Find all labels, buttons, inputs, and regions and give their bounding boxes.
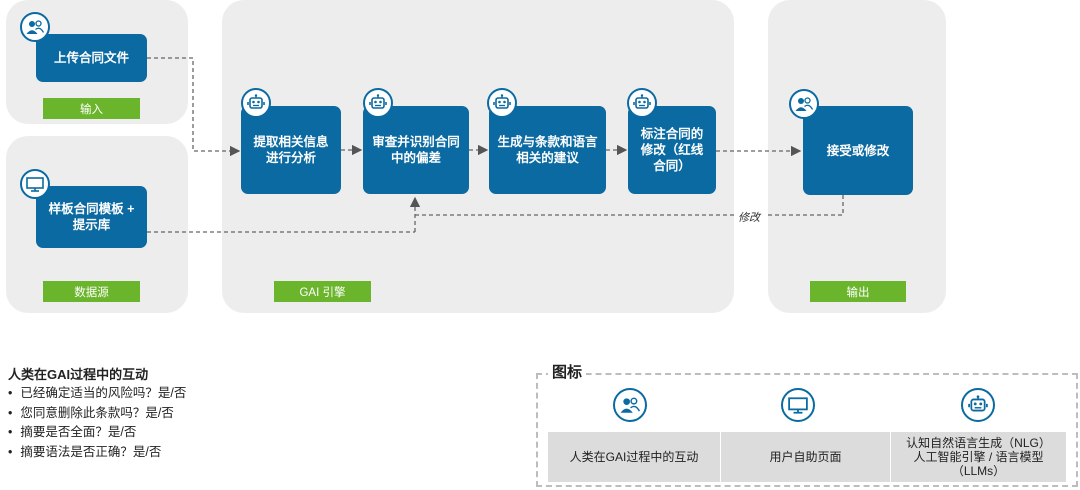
robot-icon bbox=[627, 88, 657, 118]
legend-title: 图标 bbox=[548, 361, 587, 382]
list-item: 摘要语法是否正确？是/否 bbox=[8, 443, 186, 463]
people-icon bbox=[789, 89, 819, 119]
legend-label-self-service: 用户自助页面 bbox=[721, 432, 890, 482]
modify-label: 修改 bbox=[738, 212, 760, 224]
list-item: 摘要是否全面？是/否 bbox=[8, 423, 186, 443]
robot-icon bbox=[961, 388, 995, 422]
people-icon bbox=[20, 12, 50, 42]
annotate-redline-box: 标注合同的修改（红线合同） bbox=[628, 106, 716, 194]
human-interaction-list: 已经确定适当的风险吗？是/否 您同意删除此条款吗？是/否 摘要是否全面？是/否 … bbox=[8, 384, 186, 462]
review-deviation-box: 审查并识别合同中的偏差 bbox=[363, 106, 469, 194]
gai-engine-label: GAI 引擎 bbox=[274, 281, 371, 302]
generate-suggestions-box: 生成与条款和语言相关的建议 bbox=[489, 106, 606, 194]
robot-icon bbox=[487, 88, 517, 118]
output-label: 输出 bbox=[810, 281, 906, 302]
extract-info-box: 提取相关信息进行分析 bbox=[241, 106, 341, 194]
data-source-label: 数据源 bbox=[43, 281, 140, 302]
monitor-icon bbox=[781, 388, 815, 422]
legend-label-human: 人类在GAI过程中的互动 bbox=[548, 432, 720, 482]
human-interaction-title: 人类在GAI过程中的互动 bbox=[8, 367, 149, 382]
legend-label-nlg-engine: 认知自然语言生成（NLG） 人工智能引擎 / 语言模型 （LLMs） bbox=[891, 432, 1066, 482]
robot-icon bbox=[241, 88, 271, 118]
monitor-icon bbox=[20, 169, 50, 199]
upload-contract-box: 上传合同文件 bbox=[36, 34, 147, 82]
people-icon bbox=[613, 388, 647, 422]
list-item: 已经确定适当的风险吗？是/否 bbox=[8, 384, 186, 404]
input-label: 输入 bbox=[43, 98, 140, 119]
robot-icon bbox=[363, 88, 393, 118]
accept-modify-box: 接受或修改 bbox=[803, 106, 913, 195]
list-item: 您同意删除此条款吗？是/否 bbox=[8, 404, 186, 424]
template-library-box: 样板合同模板 + 提示库 bbox=[36, 186, 147, 248]
icon-legend bbox=[536, 373, 1078, 487]
